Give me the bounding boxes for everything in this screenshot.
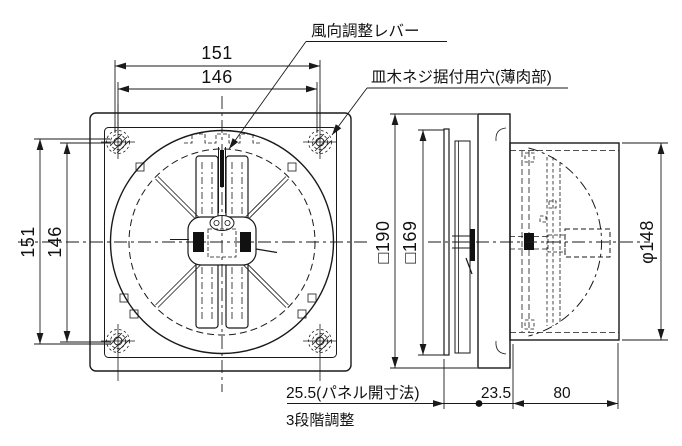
dim-mid-depth: 23.5: [481, 385, 511, 402]
dim-duct-length: 80: [553, 385, 571, 402]
dim-front-height-inner: 146: [45, 226, 65, 258]
dim-front-width-outer: 151: [201, 43, 233, 63]
lever-callout-label: 風向調整レバー: [311, 22, 420, 40]
dim-side-square-inner: □169: [400, 221, 420, 264]
dim-duct-diameter: φ148: [637, 220, 657, 264]
screw-hole-callout-label: 皿木ネジ据付用穴(薄肉部): [371, 68, 552, 86]
dim-side-square-outer: □190: [373, 221, 393, 264]
front-panel-profile: [443, 128, 450, 356]
duct-profile: [509, 142, 620, 341]
dim-front-width-inner: 146: [201, 67, 233, 87]
adjustment-note: 3段階調整: [286, 412, 354, 429]
dim-panel-opening: 25.5(パネル開寸法): [286, 384, 420, 402]
callouts: 風向調整レバー 皿木ネジ据付用穴(薄肉部): [228, 22, 568, 150]
direction-lever: [220, 150, 224, 187]
dim-front-height-outer: 151: [18, 226, 38, 258]
dimensions: 151 146 151 146 □190 □169 φ148 25.5(パネ: [18, 43, 668, 429]
side-view: [428, 113, 650, 369]
